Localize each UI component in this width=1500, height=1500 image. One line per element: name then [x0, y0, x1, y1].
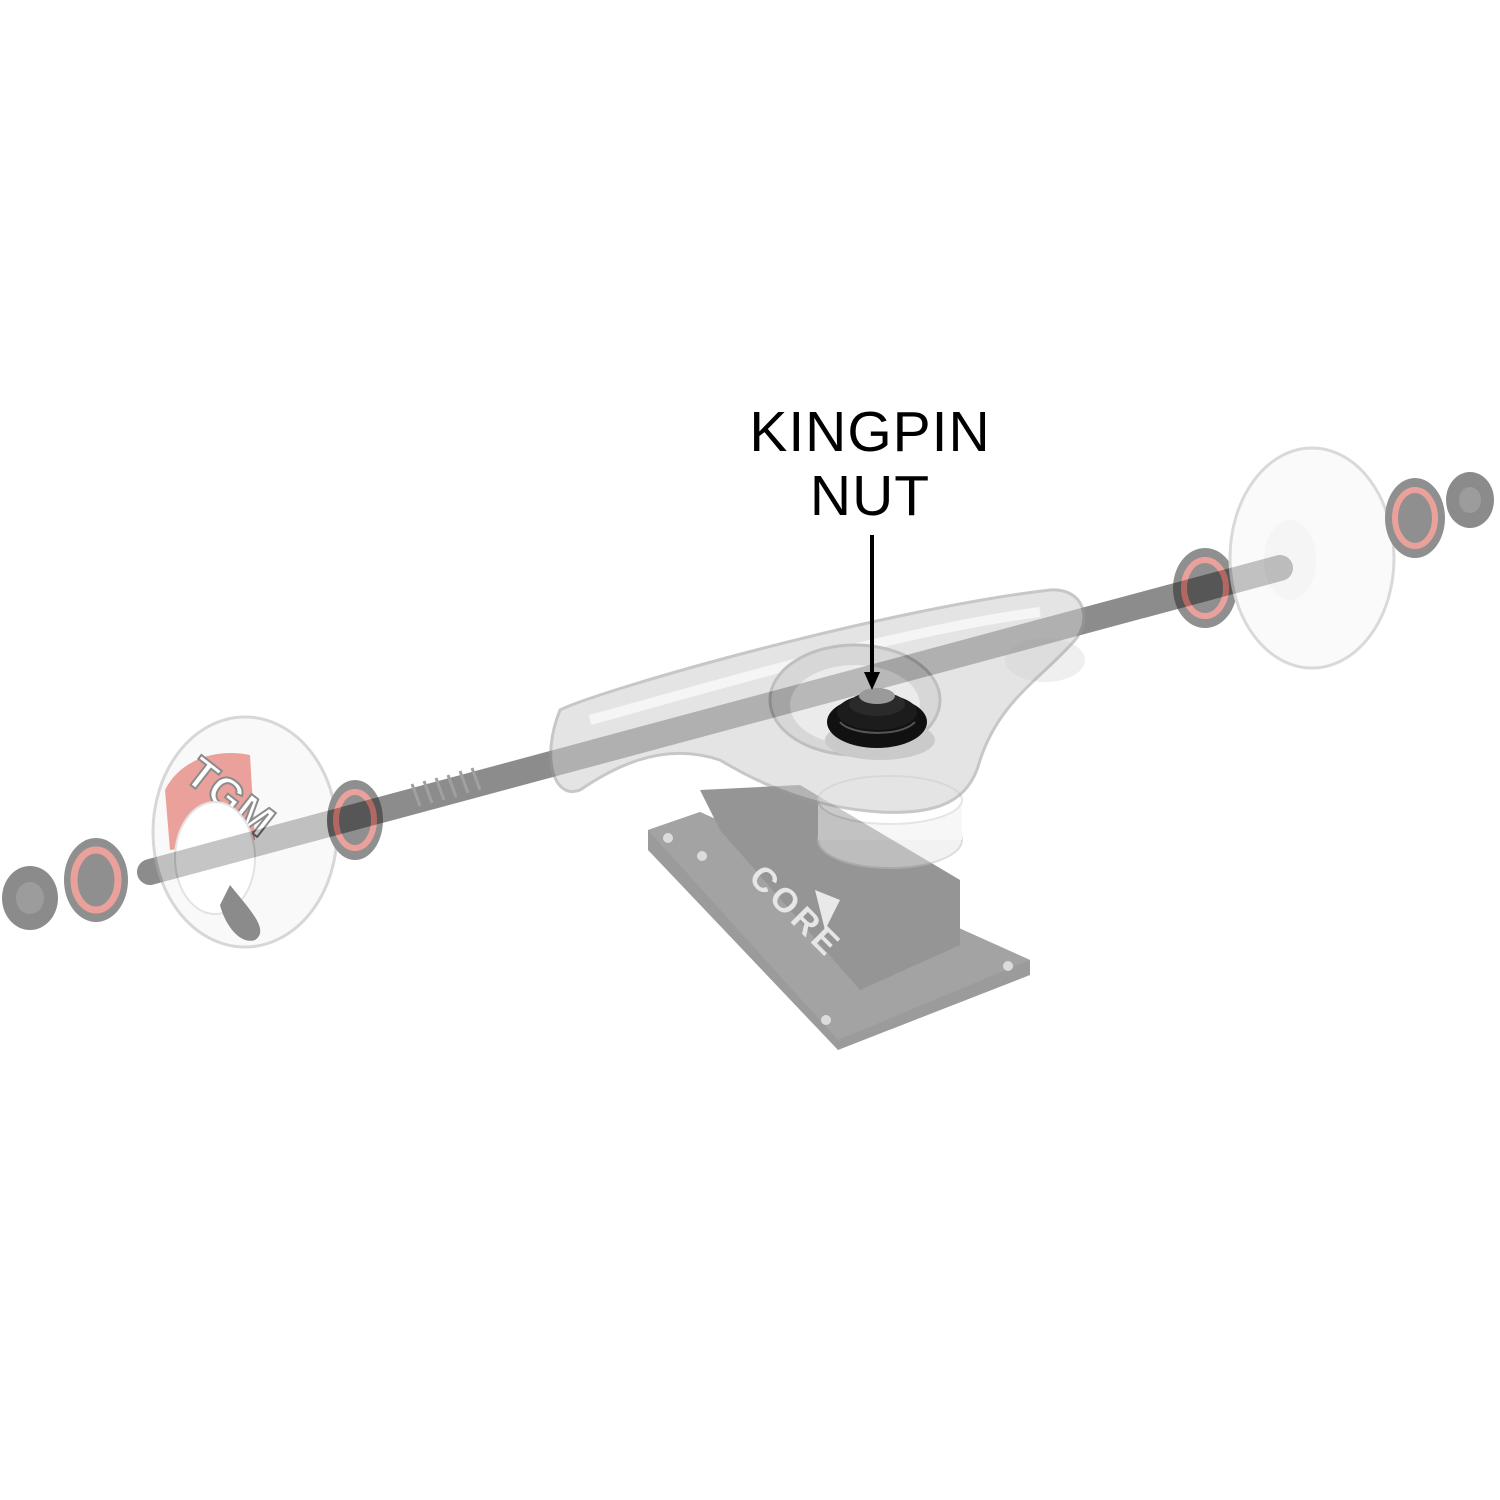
kingpin-nut [827, 688, 927, 748]
hanger [549, 588, 1086, 814]
callout-arrowhead [864, 672, 880, 690]
left-wheel-assembly: TGM [2, 715, 383, 949]
callout-pointer [864, 535, 880, 690]
kingpin-nut-label-line2: NUT [809, 464, 931, 528]
baseplate: CORE [648, 785, 1030, 1050]
kingpin-nut-label-line1: KINGPIN [749, 400, 991, 464]
kingpin-nut-label: KINGPIN NUT [720, 400, 1020, 528]
right-wheel-assembly [1173, 446, 1494, 670]
